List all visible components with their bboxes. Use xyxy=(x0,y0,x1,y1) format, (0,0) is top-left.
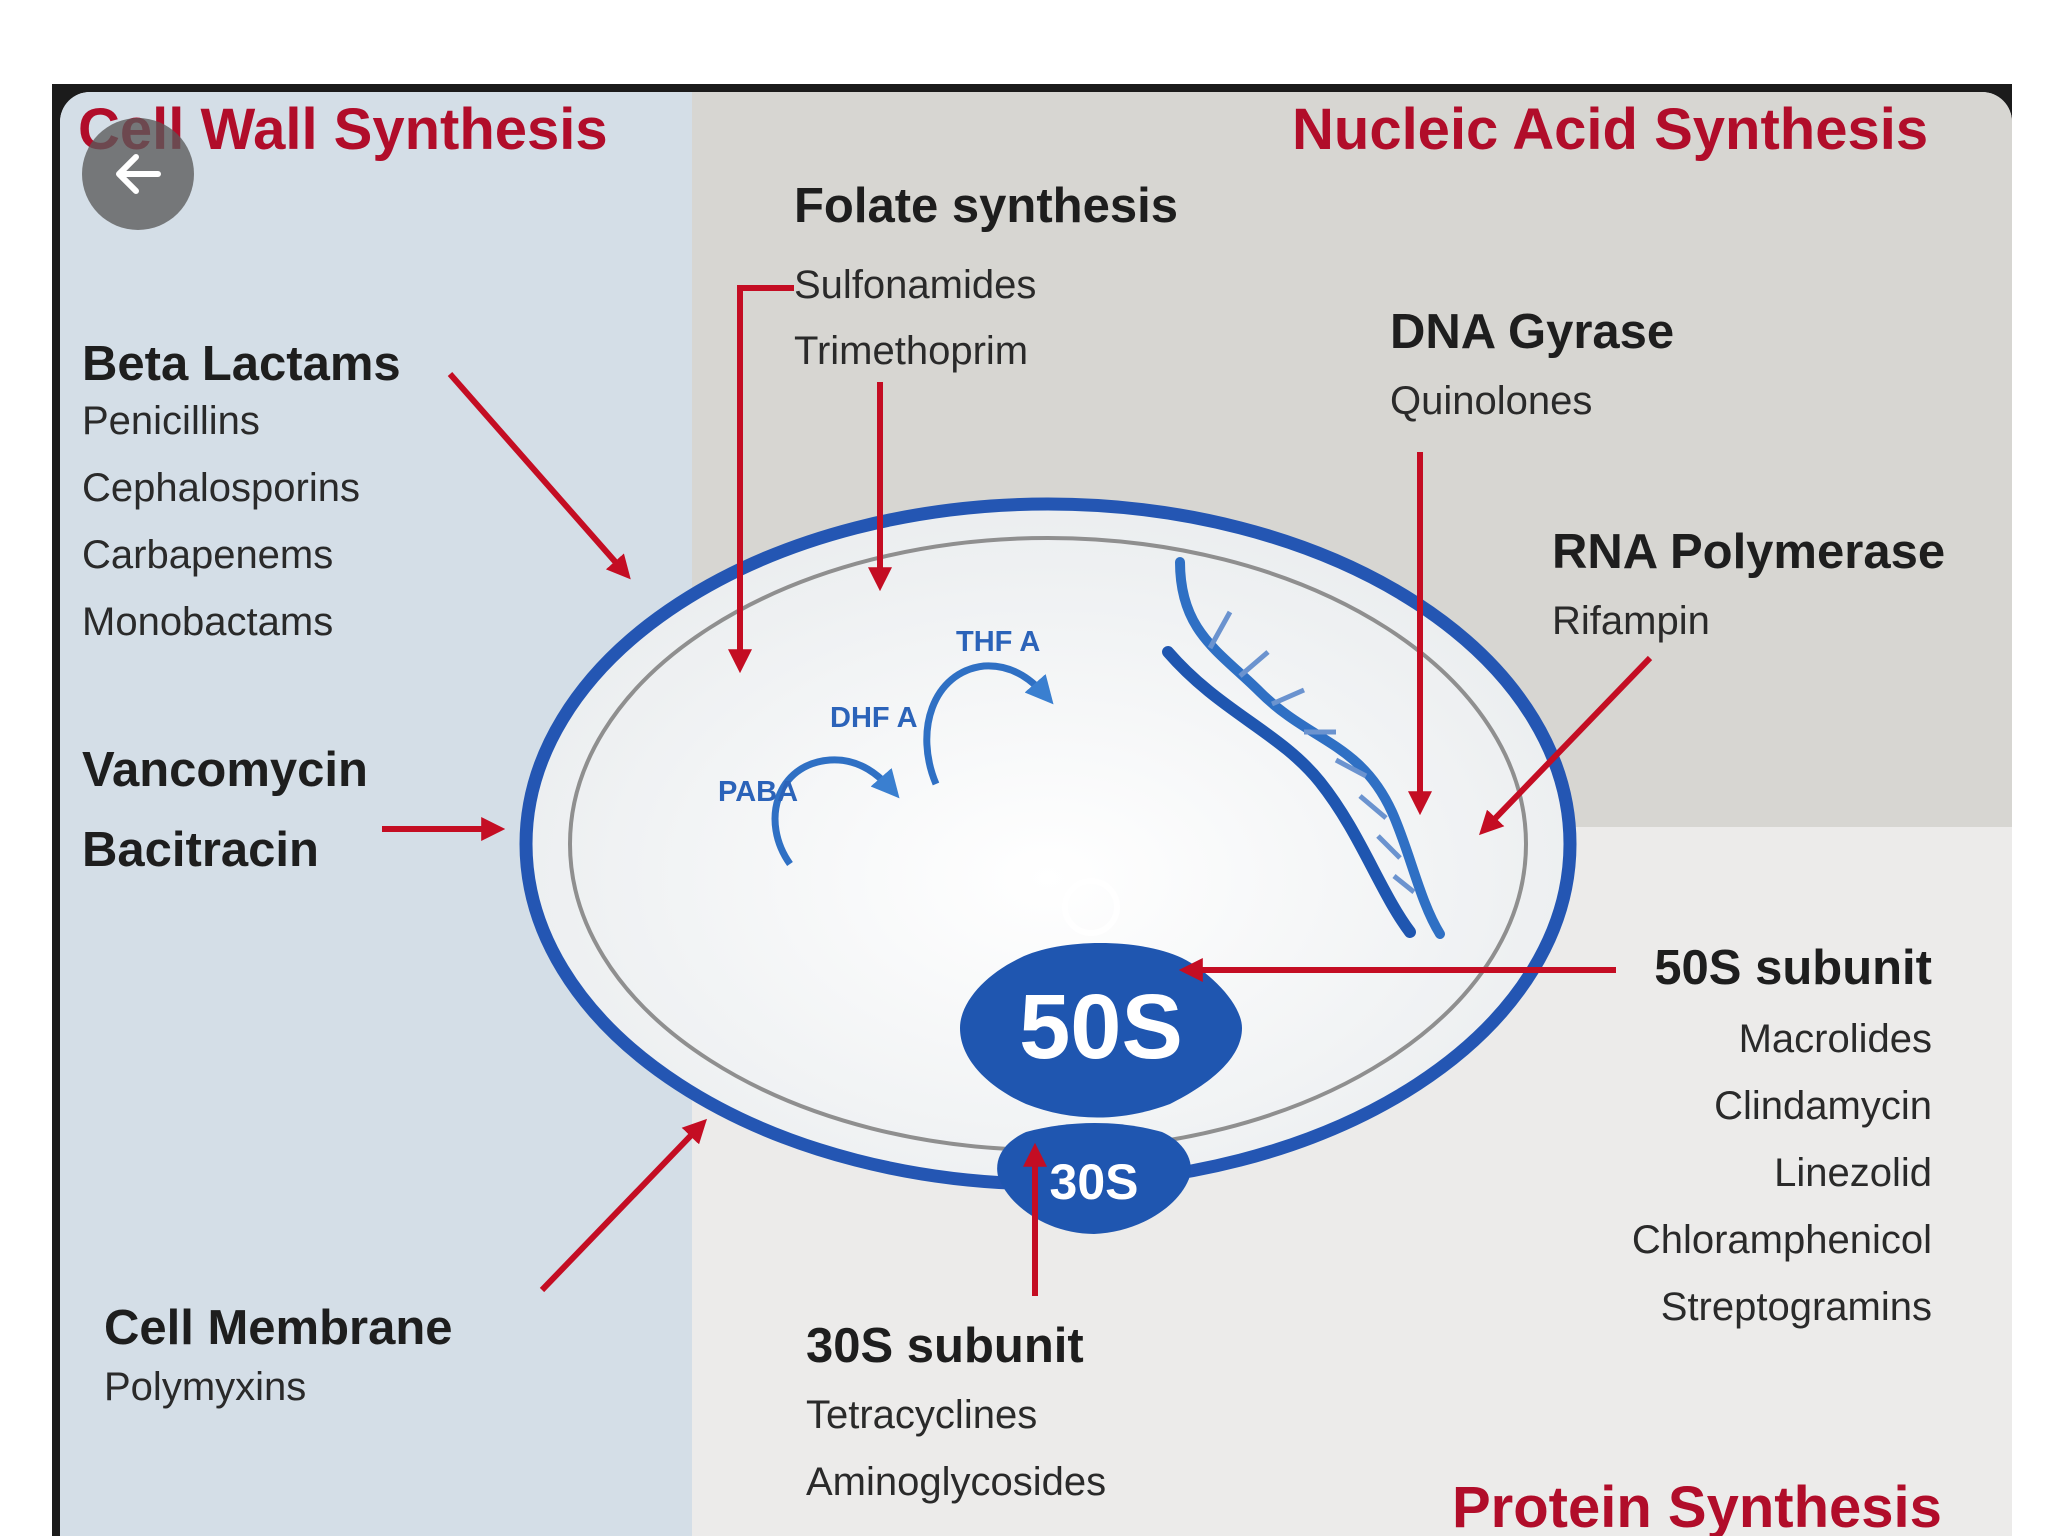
dna-gyrase-title: DNA Gyrase xyxy=(1390,305,1675,359)
ribosome-50s-shape xyxy=(960,943,1242,1118)
50s-drug: Clindamycin xyxy=(1714,1084,1932,1128)
cell-membrane-drug: Polymyxins xyxy=(104,1365,307,1409)
folate-drug: Sulfonamides xyxy=(794,263,1037,307)
paba-dhf-arrow xyxy=(771,756,900,867)
50s-drug: Streptogramins xyxy=(1660,1285,1932,1329)
beta-lactams-drug: Penicillins xyxy=(82,399,260,443)
folate-synthesis-title: Folate synthesis xyxy=(794,179,1178,233)
beta-lactams-drug: Monobactams xyxy=(82,600,334,644)
section-title-nucleic-acid: Nucleic Acid Synthesis xyxy=(1292,97,1929,162)
ribosome-50s-label: 50S xyxy=(1019,976,1183,1078)
paba-label: PABA xyxy=(718,776,799,808)
diagram-graphics xyxy=(382,285,1653,1296)
diagram-canvas: Cell Wall Synthesis Nucleic Acid Synthes… xyxy=(60,92,2012,1536)
vancomycin-label: Vancomycin xyxy=(82,743,368,797)
rna-polymerase-drug: Rifampin xyxy=(1552,599,1710,643)
dna-helix-icon xyxy=(1162,557,1445,939)
beta-lactams-title: Beta Lactams xyxy=(82,337,401,391)
arrow-beta-lactams xyxy=(447,372,631,580)
dna-gyrase-drug: Quinolones xyxy=(1390,379,1593,423)
30s-drug: Tetracyclines xyxy=(806,1393,1038,1437)
bacitracin-label: Bacitracin xyxy=(82,823,319,877)
rna-polymerase-title: RNA Polymerase xyxy=(1552,525,1946,579)
30s-drug: Aminoglycosides xyxy=(806,1460,1107,1504)
50s-subunit-title: 50S subunit xyxy=(1654,941,1932,995)
ribosome-30s-label: 30S xyxy=(1049,1154,1139,1210)
30s-subunit-title: 30S subunit xyxy=(806,1319,1084,1373)
50s-drug: Linezolid xyxy=(1774,1151,1932,1195)
arrow-left-icon xyxy=(116,154,161,194)
cell-membrane-title: Cell Membrane xyxy=(104,1301,453,1355)
arrow-rifampin xyxy=(1478,655,1653,836)
back-button[interactable] xyxy=(82,118,194,230)
dhf-thf-arrow xyxy=(923,662,1054,786)
section-title-protein: Protein Synthesis xyxy=(1452,1475,1942,1536)
beta-lactams-drug: Carbapenems xyxy=(82,533,334,577)
arrow-cell-membrane xyxy=(539,1118,707,1293)
50s-drug: Macrolides xyxy=(1738,1017,1932,1061)
thf-label: THF A xyxy=(956,626,1041,658)
50s-drug: Chloramphenicol xyxy=(1631,1218,1932,1262)
dhf-label: DHF A xyxy=(830,702,918,734)
cursor-ring xyxy=(1062,878,1120,936)
beta-lactams-drug: Cephalosporins xyxy=(82,466,360,510)
arrow-sulfonamides xyxy=(728,285,794,674)
folate-drug: Trimethoprim xyxy=(794,329,1029,373)
